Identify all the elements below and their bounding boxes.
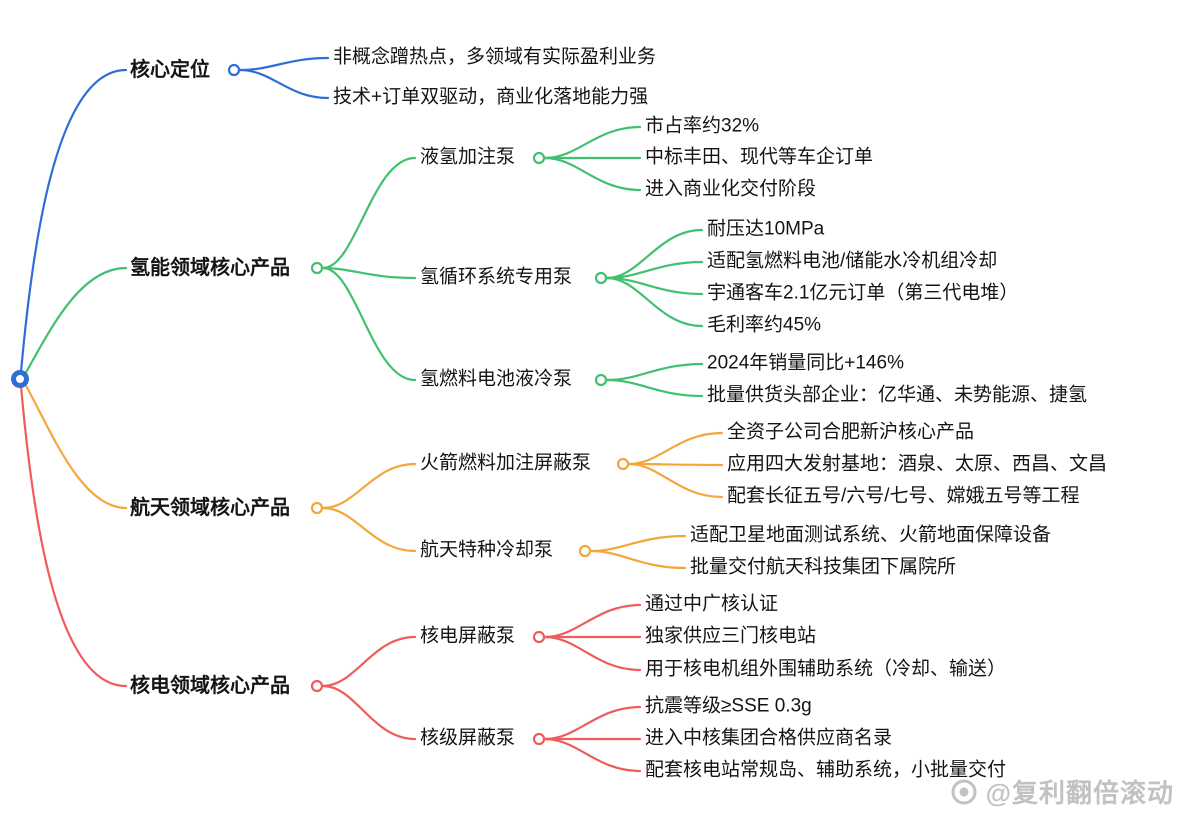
- branch-label-aerospace: 航天领域核心产品: [130, 497, 290, 519]
- edge-root-nuclear: [19, 384, 128, 688]
- leaf-rocket-pump-0: 全资子公司合肥新沪核心产品: [727, 421, 975, 443]
- leaf-coolant-pump-1: 批量供货头部企业：亿华通、未势能源、捷氢: [707, 384, 1088, 406]
- edge-aerospace-child-0: [321, 462, 417, 510]
- product-label-liquid-hydrogen-filling-pump: 液氢加注泵: [420, 146, 516, 168]
- leaf-circ-pump-1: 适配氢燃料电池/储能水冷机组冷却: [707, 250, 998, 272]
- edge-rocket-pump-leaf-2: [627, 462, 724, 499]
- leaf-rocket-pump-1: 应用四大发射基地：酒泉、太原、西昌、文昌: [727, 453, 1108, 475]
- edge-hydrogen-child-1: [321, 266, 417, 280]
- leaf-aero-cooling-1: 批量交付航天科技集团下属院所: [690, 556, 957, 578]
- watermark-handle: @复利翻倍滚动: [985, 778, 1174, 808]
- edge-aero-cooling-leaf-0: [589, 534, 687, 553]
- edge-coolant-pump-leaf-1: [605, 378, 704, 398]
- edge-core-leaf-1: [238, 68, 330, 100]
- aero-cooling-node-circle: [578, 544, 592, 558]
- branch-label-core-positioning: 核心定位: [130, 59, 210, 81]
- leaf-npp-pump-1: 独家供应三门核电站: [645, 625, 817, 647]
- root-node-circle: [11, 370, 29, 388]
- branch-label-nuclear: 核电领域核心产品: [130, 675, 290, 697]
- edge-hydrogen-child-2: [321, 266, 417, 382]
- leaf-lh-pump-1: 中标丰田、现代等车企订单: [645, 146, 874, 168]
- leaf-lh-pump-0: 市占率约32%: [645, 115, 760, 137]
- edge-lh-pump-leaf-2: [543, 156, 642, 192]
- leaf-ngrade-pump-1: 进入中核集团合格供应商名录: [645, 727, 893, 749]
- leaf-circ-pump-0: 耐压达10MPa: [707, 218, 825, 240]
- edge-circ-pump-leaf-3: [605, 276, 704, 328]
- leaf-ngrade-pump-2: 配套核电站常规岛、辅助系统，小批量交付: [645, 759, 1007, 781]
- edge-lh-pump-leaf-0: [543, 125, 642, 160]
- leaf-npp-pump-2: 用于核电机组外围辅助系统（冷却、输送）: [645, 658, 1007, 680]
- edge-npp-pump-leaf-0: [543, 603, 642, 639]
- edge-ngrade-pump-leaf-2: [543, 737, 642, 773]
- product-label-fuel-cell-coolant-pump: 氢燃料电池液冷泵: [420, 368, 573, 390]
- product-label-aerospace-special-cooling-pump: 航天特种冷却泵: [420, 539, 554, 561]
- edge-rocket-pump-leaf-0: [627, 431, 724, 466]
- lh-pump-node-circle: [532, 151, 546, 165]
- leaf-coolant-pump-0: 2024年销量同比+146%: [707, 352, 904, 374]
- core-node-circle: [227, 63, 241, 77]
- product-label-nuclear-grade-shielded-pump: 核级屏蔽泵: [420, 727, 516, 749]
- leaf-ngrade-pump-0: 抗震等级≥SSE 0.3g: [645, 695, 812, 717]
- leaf-core-1: 技术+订单双驱动，商业化落地能力强: [333, 86, 649, 108]
- npp-pump-node-circle: [532, 630, 546, 644]
- edge-rocket-pump-leaf-1: [627, 462, 724, 467]
- hydrogen-node-circle: [310, 261, 324, 275]
- leaf-npp-pump-0: 通过中广核认证: [645, 593, 779, 615]
- leaf-core-0: 非概念蹭热点，多领域有实际盈利业务: [333, 46, 657, 68]
- edge-hydrogen-child-0: [321, 156, 417, 270]
- edge-aero-cooling-leaf-1: [589, 549, 687, 570]
- edge-nuclear-child-0: [321, 635, 417, 688]
- ngrade-pump-node-circle: [532, 732, 546, 746]
- product-label-nuclear-shielded-pump: 核电屏蔽泵: [420, 625, 516, 647]
- leaf-lh-pump-2: 进入商业化交付阶段: [645, 178, 817, 200]
- edge-aerospace-child-1: [321, 506, 417, 553]
- watermark: @复利翻倍滚动: [949, 773, 1174, 810]
- circ-pump-node-circle: [594, 271, 608, 285]
- edge-nuclear-child-1: [321, 684, 417, 741]
- leaf-circ-pump-2: 宇通客车2.1亿元订单（第三代电堆）: [707, 282, 1019, 304]
- edge-root-core: [19, 68, 128, 374]
- edge-core-leaf-0: [238, 56, 330, 72]
- edge-npp-pump-leaf-2: [543, 635, 642, 672]
- leaf-aero-cooling-0: 适配卫星地面测试系统、火箭地面保障设备: [690, 524, 1052, 546]
- branch-label-hydrogen: 氢能领域核心产品: [130, 257, 290, 279]
- rocket-pump-node-circle: [616, 457, 630, 471]
- watermark-logo-icon: [949, 777, 979, 807]
- edge-circ-pump-leaf-0: [605, 228, 704, 280]
- leaf-circ-pump-3: 毛利率约45%: [707, 314, 822, 336]
- leaf-rocket-pump-2: 配套长征五号/六号/七号、嫦娥五号等工程: [727, 485, 1080, 507]
- edge-root-hydrogen: [22, 266, 128, 378]
- aerospace-node-circle: [310, 501, 324, 515]
- edge-root-aerospace: [22, 380, 128, 510]
- edge-coolant-pump-leaf-0: [605, 362, 704, 382]
- nuclear-node-circle: [310, 679, 324, 693]
- coolant-pump-node-circle: [594, 373, 608, 387]
- product-label-rocket-fuel-shielded-pump: 火箭燃料加注屏蔽泵: [420, 452, 592, 474]
- edge-ngrade-pump-leaf-0: [543, 705, 642, 741]
- product-label-hydrogen-circulation-pump: 氢循环系统专用泵: [420, 266, 573, 288]
